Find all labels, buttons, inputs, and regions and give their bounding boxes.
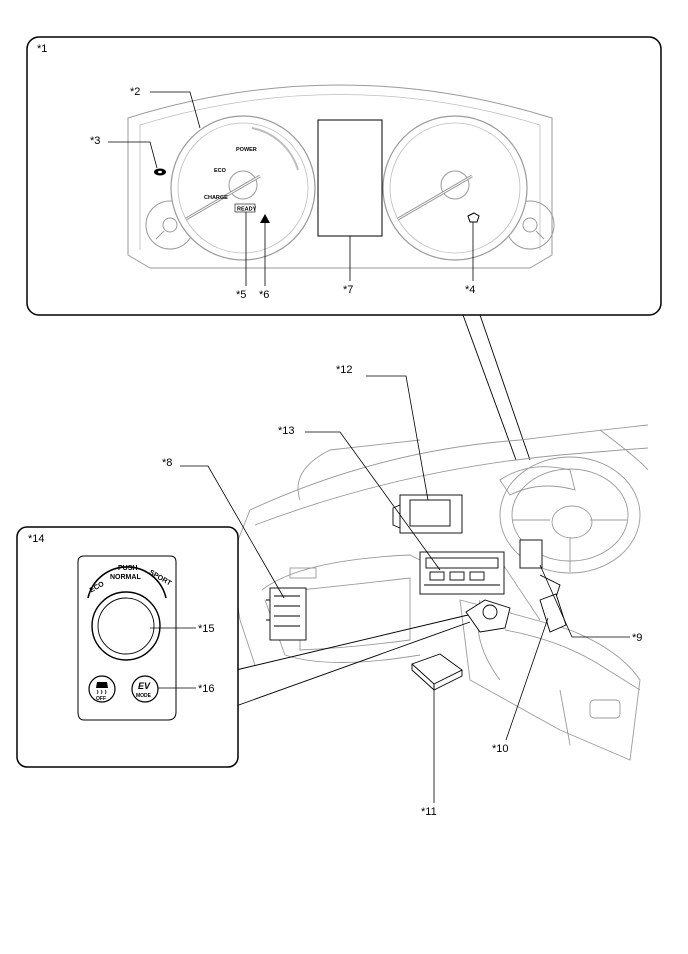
center-control-panel <box>419 551 505 595</box>
callout-6: *6 <box>259 289 269 301</box>
callout-1: *1 <box>37 43 47 55</box>
switch-label-normal: NORMAL <box>110 574 141 581</box>
leader-8 <box>180 465 285 599</box>
inset-link-line <box>479 314 531 461</box>
callout-12: *12 <box>336 364 353 376</box>
callout-5: *5 <box>236 289 246 301</box>
drive-mode-switch-inset: *14 PUSH NORMAL ECO SPORT OFF EV MODE *1… <box>16 526 239 768</box>
meter-housing <box>127 84 553 269</box>
indicator-lamp-icon <box>467 212 480 223</box>
gauge-label-power: POWER <box>236 147 257 153</box>
callout-4: *4 <box>465 284 475 296</box>
leader-2 <box>150 91 201 129</box>
ev-mode-button: EV MODE <box>131 675 159 703</box>
ev-label: EV <box>138 681 151 691</box>
eco-indicator-icon <box>154 168 166 176</box>
callout-13: *13 <box>278 425 295 437</box>
warning-triangle-icon <box>260 214 270 223</box>
multi-display-unit <box>392 494 463 534</box>
callout-15: *15 <box>198 623 215 635</box>
skid-car-icon <box>96 682 108 688</box>
steering-column-unit <box>519 539 561 601</box>
meter-inset-frame <box>26 36 662 316</box>
ecu-connector-block <box>266 587 307 641</box>
ev-mode-label: MODE <box>136 693 152 699</box>
speedometer <box>382 115 528 261</box>
inset-link-line <box>235 614 469 671</box>
leader-3 <box>108 141 158 169</box>
callout-14: *14 <box>28 533 45 545</box>
callout-16: *16 <box>198 683 215 695</box>
callout-10: *10 <box>492 743 509 755</box>
meter-housing-inner <box>139 94 541 250</box>
callout-3: *3 <box>90 135 100 147</box>
leader-9 <box>539 564 630 638</box>
callout-11: *11 <box>421 806 437 818</box>
vehicle-components <box>266 494 567 692</box>
callout-8: *8 <box>162 457 172 469</box>
gauge-label-charge: CHARGE <box>204 195 228 201</box>
gauge-label-eco: ECO <box>214 168 227 174</box>
leader-13 <box>305 431 441 571</box>
inset-link-line <box>462 314 517 461</box>
callout-7: *7 <box>343 284 353 296</box>
callout-2: *2 <box>130 86 140 98</box>
inset-link-line <box>235 621 471 707</box>
leader-12 <box>366 375 429 501</box>
accelerator-pedal <box>539 593 567 633</box>
multi-information-display <box>317 119 383 237</box>
combination-meter-inset: *1 POWER ECO CHARGE READY <box>26 36 662 316</box>
vsc-off-label: OFF <box>96 696 106 702</box>
drive-mode-knob <box>91 591 161 661</box>
drive-mode-switch-unit <box>465 599 511 633</box>
vsc-off-button: OFF <box>88 675 116 703</box>
ready-indicator: READY <box>237 207 257 213</box>
hybrid-system-indicator: POWER ECO CHARGE READY <box>170 115 316 261</box>
callout-9: *9 <box>632 632 642 644</box>
leader-10 <box>505 617 549 741</box>
switch-label-push: PUSH <box>118 565 137 572</box>
airbag-sensor-assembly <box>411 653 463 692</box>
